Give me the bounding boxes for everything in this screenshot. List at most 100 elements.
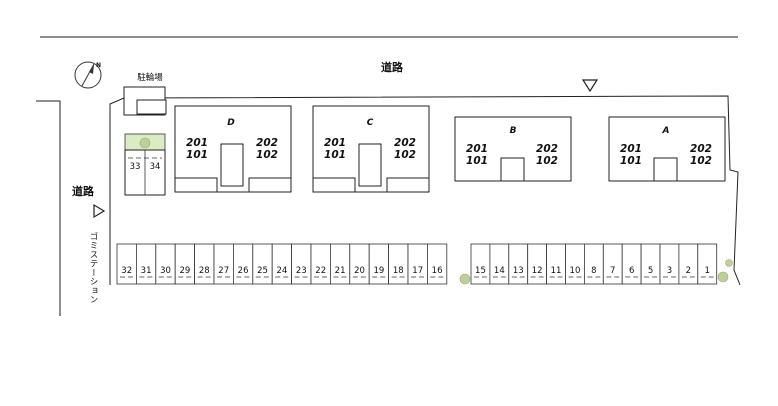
building-d: D 201 101 202 102 <box>174 105 292 193</box>
parking-number: 19 <box>373 266 384 276</box>
garbage-station-label: ゴミステーション <box>88 231 98 304</box>
road-label-left: 道路 <box>72 184 95 198</box>
parking-space-25 <box>252 243 273 285</box>
parking-number: 27 <box>218 266 229 276</box>
unit-d-102: 102 <box>256 149 278 161</box>
bike-parking-label: 駐輪場 <box>137 72 163 83</box>
parking-space-14 <box>489 243 510 285</box>
parking-space-24 <box>271 243 293 285</box>
parking-space-3 <box>659 243 680 285</box>
parking-number: 18 <box>393 266 404 276</box>
parking-number: 21 <box>335 266 346 276</box>
parking-number: 8 <box>591 266 596 276</box>
road-line-left <box>36 100 61 316</box>
parking-space-12 <box>527 243 548 285</box>
parking-space-33: 33 <box>130 162 141 172</box>
parking-space-32 <box>116 243 137 285</box>
parking-number: 20 <box>354 266 365 276</box>
parking-number: 12 <box>532 266 543 276</box>
parking-number: 7 <box>610 266 615 276</box>
bike-parking-shed <box>136 99 167 115</box>
parking-space-26 <box>232 243 254 285</box>
building-a-name: A <box>662 126 670 136</box>
tree-icon <box>717 271 729 283</box>
parking-number: 1 <box>705 266 710 276</box>
parking-space-19 <box>368 243 390 285</box>
unit-b-102: 102 <box>536 155 558 167</box>
building-d-name: D <box>227 118 235 128</box>
parking-number: 2 <box>686 266 691 276</box>
entrance-arrow-left <box>93 203 106 219</box>
unit-d-101: 101 <box>186 149 208 161</box>
tree-icon <box>725 259 733 267</box>
parking-number: 11 <box>551 266 562 276</box>
parking-space-30 <box>155 243 176 285</box>
parking-space-6 <box>621 243 642 285</box>
unit-d-202: 202 <box>256 137 278 149</box>
building-b: B 201 101 202 102 <box>454 116 572 182</box>
unit-b-201: 201 <box>466 143 488 155</box>
unit-c-201: 201 <box>324 137 346 149</box>
parking-space-21 <box>329 243 351 285</box>
parking-number: 17 <box>412 266 423 276</box>
compass-icon: N <box>74 61 102 89</box>
parking-space-31 <box>135 243 157 285</box>
parking-number: 24 <box>276 266 287 276</box>
parking-space-17 <box>407 243 428 285</box>
parking-number: 28 <box>199 266 210 276</box>
parking-space-8 <box>584 243 604 285</box>
unit-a-101: 101 <box>620 155 642 167</box>
parking-number: 30 <box>160 266 171 276</box>
unit-a-201: 201 <box>620 143 642 155</box>
parking-space-16 <box>426 243 448 285</box>
parking-space-27 <box>213 243 234 285</box>
site-boundary <box>109 95 741 286</box>
parking-number: 10 <box>570 266 581 276</box>
unit-c-202: 202 <box>394 137 416 149</box>
parking-space-7 <box>602 243 623 285</box>
entrance-arrow-top <box>581 79 599 93</box>
parking-number: 31 <box>141 266 152 276</box>
parking-number: 32 <box>121 266 132 276</box>
compass-letter: N <box>96 62 101 69</box>
parking-number: 26 <box>238 266 249 276</box>
parking-space-11 <box>546 243 566 285</box>
parking-space-13 <box>508 243 529 285</box>
unit-b-101: 101 <box>466 155 488 167</box>
building-c: C 201 101 202 102 <box>312 105 430 193</box>
parking-space-22 <box>310 243 331 285</box>
road-label-top: 道路 <box>381 60 404 74</box>
parking-space-23 <box>291 243 312 285</box>
parking-space-1 <box>697 243 718 285</box>
parking-number: 3 <box>667 266 672 276</box>
building-a: A 201 101 202 102 <box>608 116 726 182</box>
parking-number: 29 <box>179 266 190 276</box>
unit-a-102: 102 <box>690 155 712 167</box>
tree-icon <box>139 137 151 149</box>
parking-number: 13 <box>513 266 524 276</box>
parking-space-29 <box>174 243 195 285</box>
unit-c-102: 102 <box>394 149 416 161</box>
unit-d-201: 201 <box>186 137 208 149</box>
parking-space-10 <box>565 243 585 285</box>
parking-space-34: 34 <box>150 162 161 172</box>
parking-number: 14 <box>494 266 505 276</box>
building-c-name: C <box>367 118 374 128</box>
parking-number: 16 <box>432 266 443 276</box>
building-b-name: B <box>510 126 517 136</box>
parking-space-5 <box>640 243 661 285</box>
parking-number: 25 <box>257 266 268 276</box>
parking-number: 23 <box>296 266 307 276</box>
unit-c-101: 101 <box>324 149 346 161</box>
parking-space-18 <box>388 243 409 285</box>
parking-number: 15 <box>475 266 486 276</box>
tree-icon <box>459 273 471 285</box>
unit-b-202: 202 <box>536 143 558 155</box>
parking-space-20 <box>349 243 370 285</box>
parking-space-28 <box>194 243 215 285</box>
parking-number: 5 <box>648 266 653 276</box>
parking-space-15 <box>470 243 491 285</box>
